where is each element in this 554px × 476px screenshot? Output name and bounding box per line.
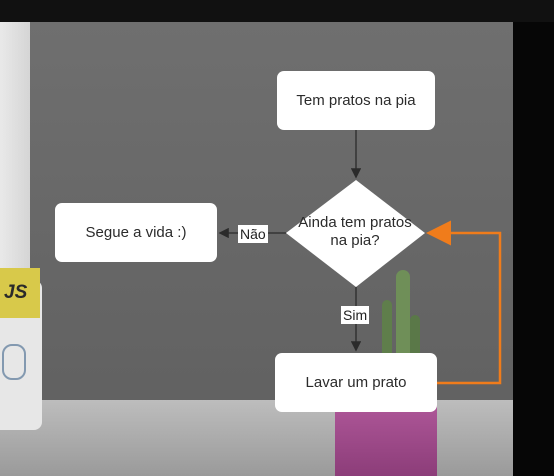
mug-doodle-icon (2, 344, 26, 380)
node-action: Lavar um prato (275, 353, 437, 412)
edge-label-no: Não (238, 225, 268, 243)
node-end: Segue a vida :) (55, 203, 217, 262)
edge-loop-back (426, 220, 502, 385)
top-bar (0, 0, 554, 22)
edge-label-yes: Sim (341, 306, 370, 324)
decision-label: Ainda tem pratos na pia? (298, 214, 412, 249)
node-start: Tem pratos na pia (277, 71, 435, 130)
plant-pot (335, 400, 437, 476)
js-mug-logo: JS (0, 268, 40, 318)
decision-diamond (286, 180, 425, 287)
